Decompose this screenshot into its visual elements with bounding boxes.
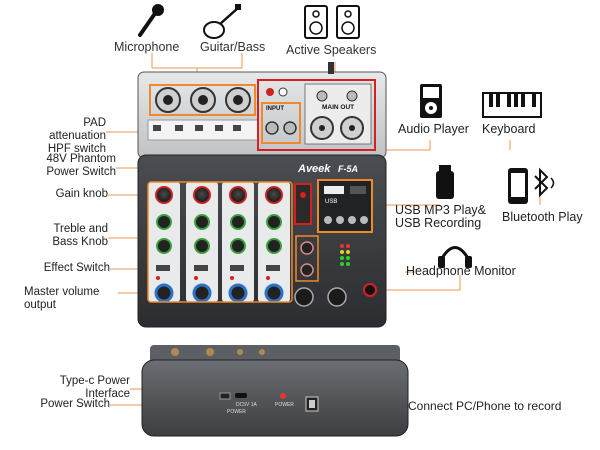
mixer-top-panel	[137, 62, 387, 159]
phone-icon	[508, 168, 528, 204]
usb-stick-icon	[436, 165, 454, 199]
bluetooth-icon	[534, 167, 555, 198]
mixer-back-panel	[141, 345, 409, 437]
label-bluetooth: Bluetooth Play	[502, 210, 583, 224]
xlr-combo-jacks	[155, 87, 251, 113]
label-usb-mp3: USB MP3 Play& USB Recording	[395, 203, 487, 230]
device-main-out: MAIN OUT	[322, 104, 355, 111]
guitar-icon	[203, 4, 241, 39]
microphone-icon	[138, 4, 164, 37]
label-typec: Type-c Power Interface	[59, 375, 130, 400]
label-power-switch: Power Switch	[40, 398, 110, 410]
device-input: INPUT	[266, 106, 284, 112]
label-keyboard: Keyboard	[482, 122, 536, 136]
label-active-speakers: Active Speakers	[286, 43, 377, 57]
label-headphone: Headphone Monitor	[406, 264, 516, 278]
label-microphone: Microphone	[114, 40, 180, 54]
label-master-volume: Master volume output	[24, 286, 100, 311]
label-pad-hpf: PAD attenuation HPF switch	[47, 117, 106, 155]
device-dc5v: DC5V 1A	[236, 402, 257, 408]
device-brand: Aveek	[298, 163, 331, 175]
speakers-icon	[304, 5, 360, 39]
label-effect-switch: Effect Switch	[43, 262, 110, 274]
label-guitar-bass: Guitar/Bass	[200, 40, 266, 54]
audio-player-icon	[420, 84, 442, 118]
label-connect-pc: Connect PC/Phone to record	[408, 399, 562, 413]
device-model: F-5A	[338, 164, 358, 174]
keyboard-icon	[482, 92, 542, 118]
device-usb: USB	[325, 199, 338, 205]
device-power-led-label: POWER	[275, 402, 294, 408]
headphone-icon	[438, 246, 472, 268]
mixer-body	[137, 154, 387, 328]
label-audio-player: Audio Player	[398, 122, 469, 136]
label-phantom: 48V Phantom Power Switch	[46, 153, 116, 178]
label-treble-bass: Treble and Bass Knob	[52, 223, 108, 248]
device-power-label: POWER	[227, 409, 246, 415]
label-gain-knob: Gain knob	[55, 188, 108, 200]
